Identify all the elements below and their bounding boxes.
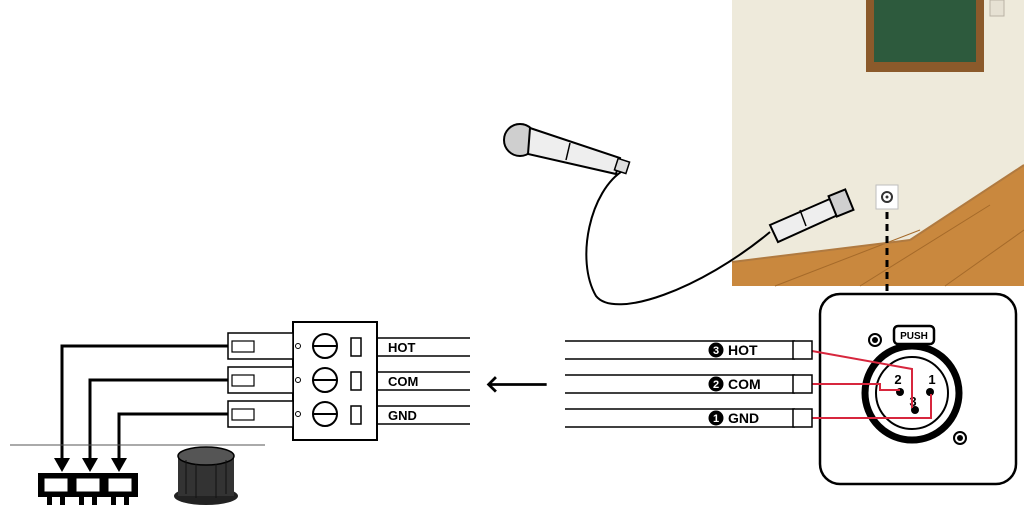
pin-wire-com xyxy=(812,383,900,391)
wall-switch xyxy=(989,0,1005,17)
room-scene xyxy=(731,0,1024,287)
push-latch xyxy=(892,324,936,346)
wire-number-badge xyxy=(708,410,724,426)
wall-xlr-icon xyxy=(881,191,893,203)
wire-slot-2 xyxy=(350,371,362,391)
wire-number-badge xyxy=(708,376,724,392)
xlr-jack-panel: PUSH 2 1 3 xyxy=(818,292,1018,486)
arrow-down-icon xyxy=(54,458,70,472)
chalkboard xyxy=(874,0,976,62)
push-label: PUSH xyxy=(900,331,928,342)
microphone xyxy=(503,123,855,306)
pin-wires xyxy=(811,350,932,419)
connector-leaders xyxy=(60,344,228,460)
wire-slot-1 xyxy=(350,337,362,357)
left-arrow-icon: 🡐 xyxy=(485,371,549,398)
wire-number-3: 3 xyxy=(713,345,719,357)
arrow-down-icon xyxy=(111,458,127,472)
pin-wire-gnd xyxy=(812,394,932,419)
terminal-label-gnd: GND xyxy=(388,408,417,423)
screw-top-left xyxy=(868,333,882,347)
wire-label-com: COM xyxy=(728,376,761,392)
wire-number-1: 1 xyxy=(713,413,719,425)
wire-number-badge xyxy=(708,342,724,358)
wire-number-2: 2 xyxy=(713,379,719,391)
pin-wire-hot xyxy=(811,350,913,408)
wire-gnd: 1 GND xyxy=(565,408,813,428)
screw-bottom-right xyxy=(953,431,967,445)
device-input-connector xyxy=(38,473,138,505)
wire-com: 2 COM xyxy=(565,374,813,394)
mic-body xyxy=(526,126,622,176)
pin-number-1: 1 xyxy=(928,372,935,387)
wooden-floor xyxy=(732,165,1024,286)
plug-pin-2 xyxy=(227,366,294,394)
cable-wires: 3 HOT 2 COM 1 GND xyxy=(565,340,813,428)
baseboard xyxy=(731,239,911,263)
pin-number-2: 2 xyxy=(894,372,901,387)
arrow-down-icon xyxy=(82,458,98,472)
terminal-block: HOT COM GND xyxy=(227,321,470,441)
wire-label-hot: HOT xyxy=(728,342,758,358)
terminal-label-com: COM xyxy=(388,374,418,389)
plug-pin-1 xyxy=(227,332,294,360)
wire-hot: 3 HOT xyxy=(565,340,813,360)
mic-cable xyxy=(585,169,771,306)
wire-slot-3 xyxy=(350,405,362,425)
terminal-label-hot: HOT xyxy=(388,340,416,355)
volume-knob xyxy=(174,446,238,505)
wire-label-gnd: GND xyxy=(728,410,759,426)
